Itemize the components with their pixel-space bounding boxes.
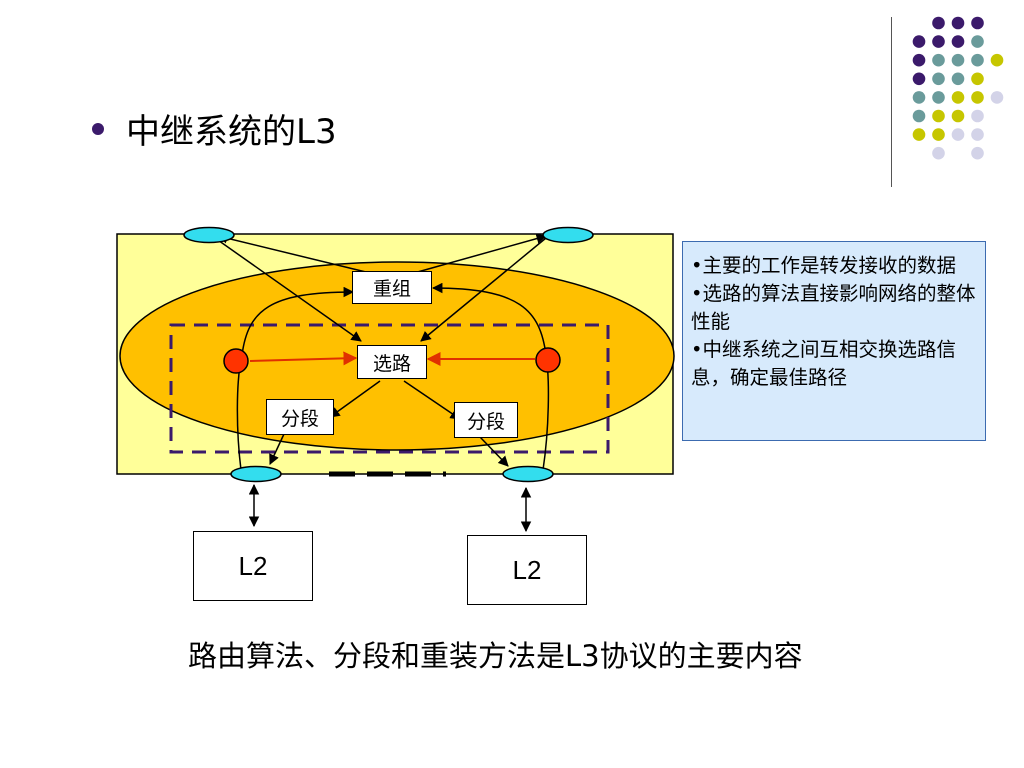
red-node-left	[223, 348, 249, 374]
top-left-to-routing	[214, 237, 362, 342]
dashed-boundary	[169, 323, 610, 454]
l2-box-left: L2	[193, 531, 313, 601]
node-segment-right: 分段	[454, 402, 518, 438]
port-top-right	[542, 226, 594, 244]
decor-dot	[971, 146, 984, 160]
port-bottom-right	[502, 465, 554, 483]
page-title: 中继系统的L3	[126, 112, 337, 152]
node-routing: 选路	[357, 345, 427, 379]
segment-right-to-oval	[479, 436, 509, 467]
decor-dot	[912, 35, 926, 48]
decor-dot	[951, 128, 965, 141]
divider-line	[891, 17, 892, 187]
decor-dot	[971, 53, 984, 67]
decor-dot	[932, 91, 945, 104]
port-top-left	[183, 226, 235, 244]
decor-dot	[951, 72, 965, 86]
segment-left-to-oval	[269, 433, 285, 465]
top-right-from-reassembly	[413, 233, 548, 274]
top-right-to-routing	[420, 237, 547, 342]
decor-dot	[912, 109, 926, 123]
decor-dot	[932, 53, 945, 67]
decor-dot	[951, 53, 965, 67]
info-box: •主要的工作是转发接收的数据 •选路的算法直接影响网络的整体性能 •中继系统之间…	[682, 241, 986, 441]
red-arrow-left	[249, 351, 358, 366]
decor-dot	[971, 128, 984, 141]
decor-dot	[971, 109, 984, 123]
decor-dot	[912, 72, 926, 86]
info-bullet-2: •选路的算法直接影响网络的整体性能	[691, 282, 976, 333]
decor-dot	[971, 91, 984, 104]
title-bullet	[92, 123, 104, 135]
decor-dot	[932, 109, 945, 123]
decor-dot	[971, 72, 984, 86]
info-bullet-3: •中继系统之间互相交换选路信息，确定最佳路径	[691, 338, 957, 389]
decorative-dot-grid	[912, 16, 1004, 160]
decor-dot	[971, 16, 984, 30]
node-segment-left: 分段	[266, 399, 334, 435]
routing-to-segment-left	[329, 380, 381, 418]
caption: 路由算法、分段和重装方法是L3协议的主要内容	[188, 639, 803, 673]
decor-dot	[971, 35, 984, 48]
node-reassembly: 重组	[352, 271, 432, 304]
decor-dot	[990, 53, 1004, 67]
decor-dot	[932, 146, 945, 160]
decor-dot	[912, 53, 926, 67]
decor-dot	[951, 91, 965, 104]
decor-dot	[990, 91, 1004, 104]
decor-dot	[951, 109, 965, 123]
l2-box-right: L2	[467, 535, 587, 605]
decor-dot	[912, 128, 926, 141]
info-bullet-1: •主要的工作是转发接收的数据	[691, 254, 957, 277]
decor-dot	[932, 72, 945, 86]
red-node-right	[535, 347, 561, 373]
top-left-from-reassembly	[216, 233, 371, 274]
decor-dot	[932, 35, 945, 48]
routing-to-segment-right	[403, 380, 461, 420]
decor-dot	[951, 35, 965, 48]
port-bottom-left	[230, 465, 282, 483]
decor-dot	[912, 91, 926, 104]
decor-dot	[951, 16, 965, 30]
decor-dot	[932, 16, 945, 30]
decor-dot	[932, 128, 945, 141]
